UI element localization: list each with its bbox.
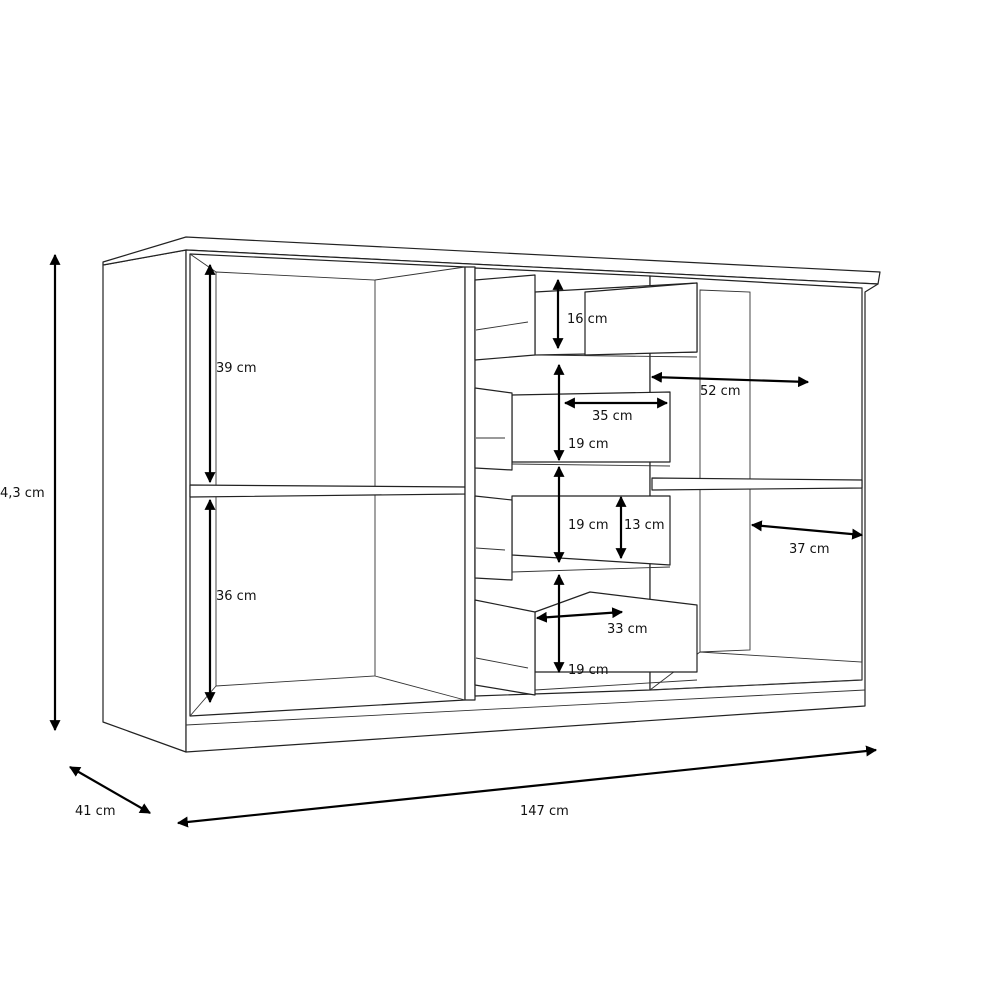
right-width-label: 52 cm — [700, 384, 741, 399]
drawer-2 — [474, 387, 671, 471]
drawer-runner — [475, 657, 529, 669]
dimension-arrows — [49, 253, 878, 828]
left-upper-label: 39 cm — [216, 361, 257, 376]
center-divider — [464, 266, 476, 701]
depth-arrow — [69, 766, 151, 814]
right-shelf-depth-arrow — [750, 520, 864, 540]
right-shelf-depth-label: 37 cm — [789, 542, 830, 557]
drawer4-depth-arrow — [535, 607, 624, 623]
drawer3-inner-label: 13 cm — [624, 518, 665, 533]
drawer1-height-label: 16 cm — [567, 312, 608, 327]
width-label: 147 cm — [520, 804, 569, 819]
right-back-panel — [699, 289, 751, 653]
width-arrow — [176, 745, 878, 828]
right-bottom-shelf — [648, 651, 863, 691]
height-label: 4,3 cm — [0, 486, 45, 501]
left-lower-label: 36 cm — [216, 589, 257, 604]
dimension-labels: 4,3 cm 41 cm 147 cm 39 cm 36 cm 16 cm 52… — [0, 312, 830, 819]
drawer-1 — [474, 274, 698, 361]
drawer-width-label: 35 cm — [592, 409, 633, 424]
right-shelf — [651, 477, 863, 491]
drawer-runner — [475, 321, 529, 331]
depth-label: 41 cm — [75, 804, 116, 819]
plinth-line — [185, 689, 866, 726]
drawer2-height-label: 19 cm — [568, 437, 609, 452]
drawer4-depth-label: 33 cm — [607, 622, 648, 637]
drawer3-height-label: 19 cm — [568, 518, 609, 533]
left-side-panel — [102, 249, 187, 753]
drawer4-height-label: 19 cm — [568, 663, 609, 678]
right-width-arrow — [650, 371, 810, 388]
drawer-runner — [475, 547, 506, 551]
